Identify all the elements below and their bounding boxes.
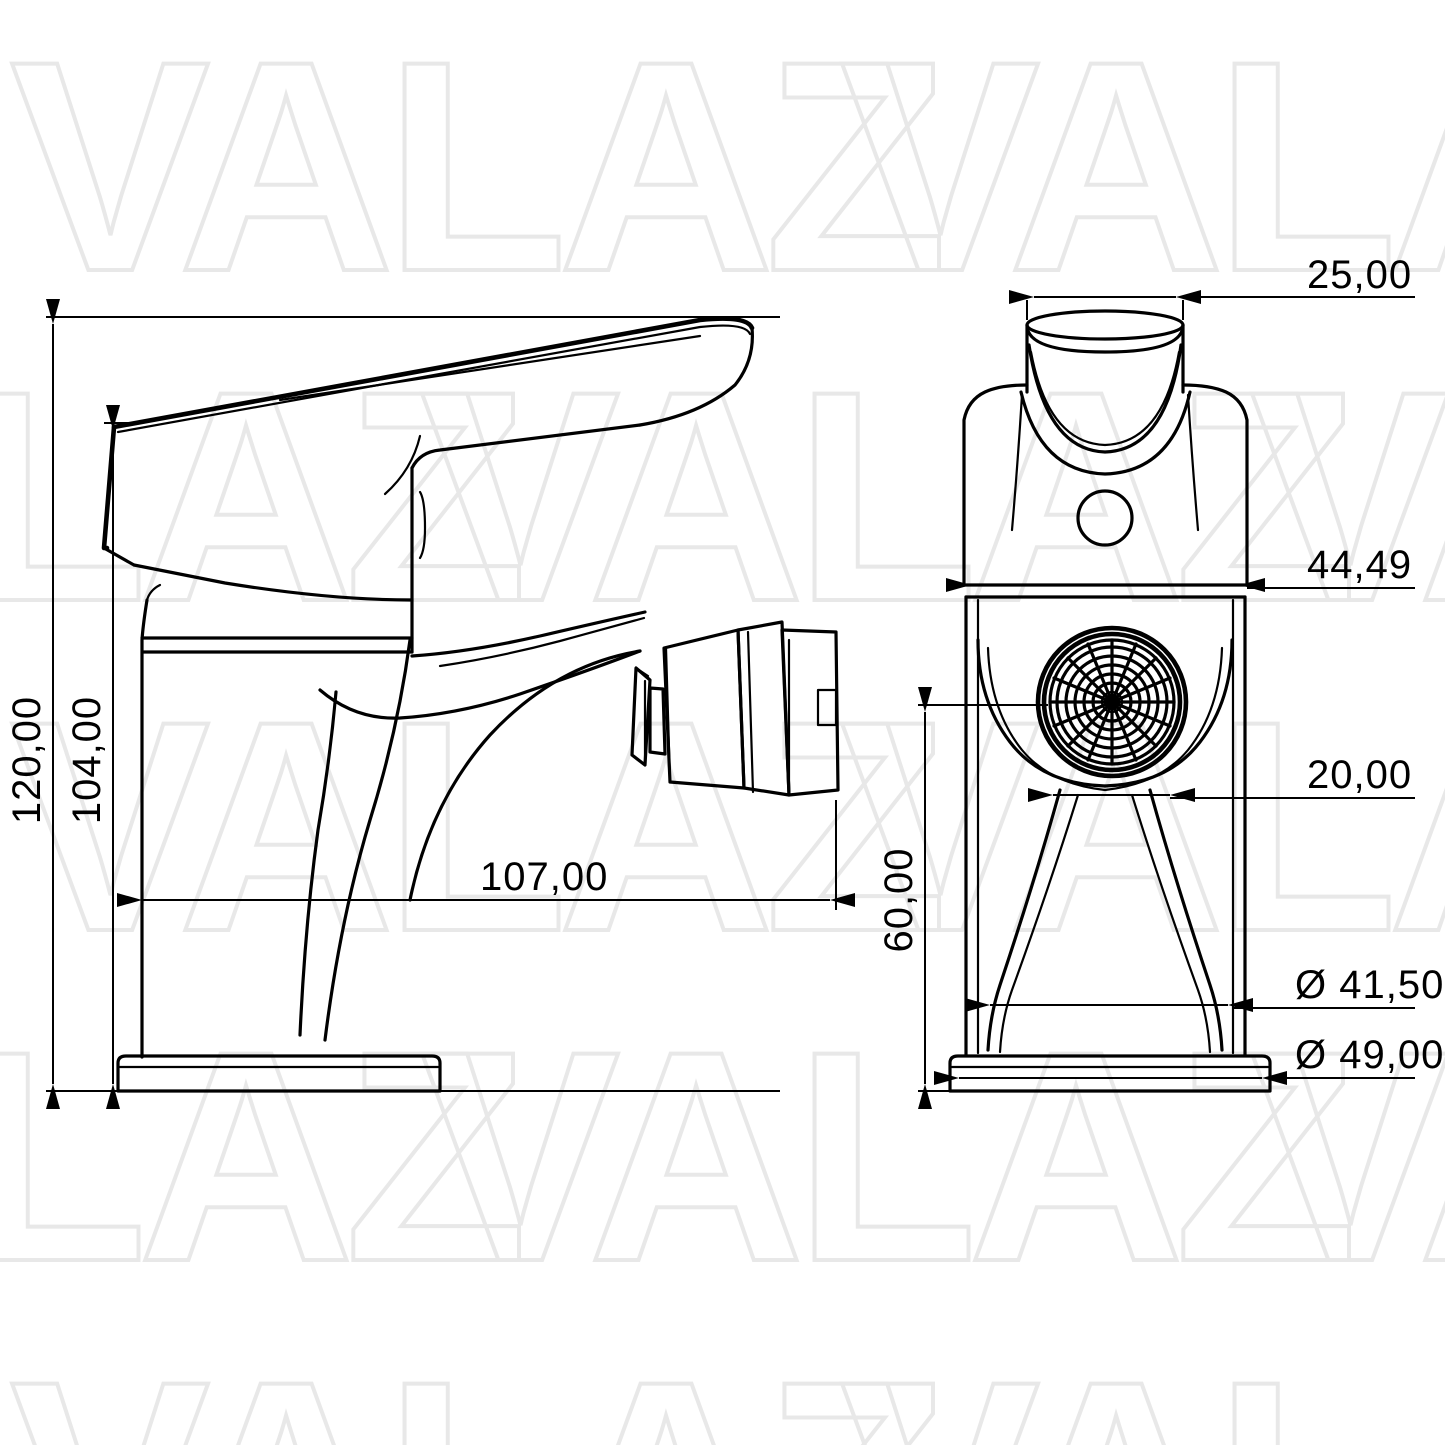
- lever-handle-front: [962, 309, 1249, 587]
- side-elevation-view: 120,00 104,00 107,00: [5, 299, 855, 1109]
- spout-side: [298, 610, 647, 1042]
- front-elevation-view: 25,00 44,49 60,00: [877, 253, 1444, 1109]
- spout-front: [976, 638, 1234, 1054]
- base-plate-side: [116, 1054, 442, 1093]
- dimension-total-height: 120,00: [5, 299, 780, 1109]
- aerator-spokes: [1048, 638, 1176, 766]
- dimension-label-120: 120,00: [5, 696, 49, 824]
- dimension-label-4150: Ø 41,50: [1295, 963, 1444, 1007]
- dimension-label-25: 25,00: [1307, 253, 1412, 297]
- dimension-base-diameter: Ø 49,00: [934, 1033, 1444, 1085]
- dimension-label-104: 104,00: [65, 696, 109, 824]
- base-plate-front: [948, 1054, 1272, 1093]
- dimension-handle-top-width: 25,00: [1009, 253, 1415, 320]
- dimension-label-107: 107,00: [480, 855, 608, 899]
- dimension-label-4900: Ø 49,00: [1295, 1033, 1444, 1077]
- dimension-label-60: 60,00: [877, 847, 921, 952]
- aerator-grid-front: [1035, 625, 1189, 779]
- aerator-nozzle-side: [630, 620, 840, 797]
- dimension-label-4449: 44,49: [1307, 543, 1412, 587]
- dimension-handle-base-width: 44,49: [946, 543, 1415, 592]
- faucet-body-side: [140, 583, 414, 1059]
- dimension-body-height: 104,00: [65, 405, 140, 1109]
- faucet-body-front: [964, 595, 1247, 1057]
- lever-handle-side: [101, 316, 755, 602]
- dimension-label-20: 20,00: [1307, 753, 1412, 797]
- dimension-total-length: 107,00: [117, 800, 855, 910]
- dimension-aerator-width: 20,00: [1028, 753, 1415, 802]
- dimension-spout-height: 60,00: [877, 687, 1048, 1109]
- dimension-body-diameter: Ø 41,50: [965, 963, 1444, 1012]
